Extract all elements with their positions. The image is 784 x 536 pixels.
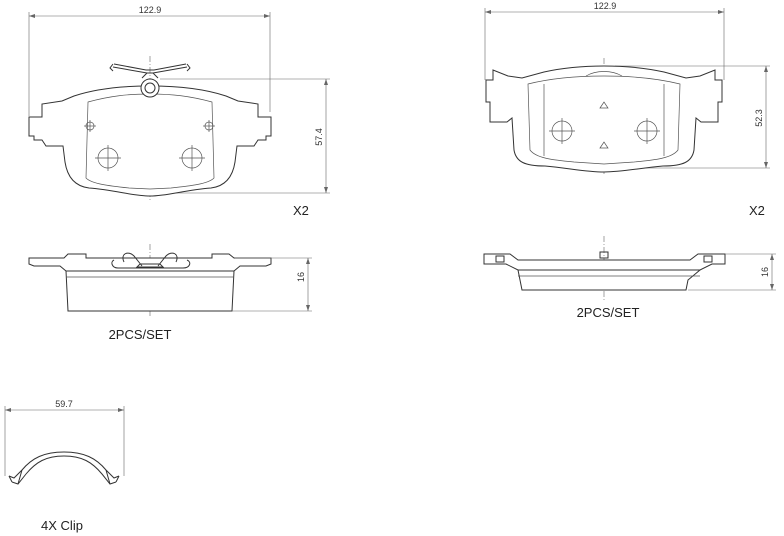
rear-pad-view: 122.9 52.3 X2 <box>484 1 770 218</box>
front-pad-view: 122.9 57.4 <box>28 5 330 218</box>
front-backing-plate <box>28 85 272 197</box>
front-pad-side-view: 16 2PCS/SET <box>28 244 312 342</box>
rear-pad-side-view: 16 2PCS/SET <box>483 236 776 320</box>
rear-width-dimension: 122.9 <box>484 1 725 80</box>
rear-thickness-value: 16 <box>760 267 770 277</box>
front-pad-holes <box>84 120 215 171</box>
front-side-spring <box>111 252 191 269</box>
rear-quantity-label: X2 <box>749 203 765 218</box>
rear-pad-holes <box>549 101 660 149</box>
front-height-value: 57.4 <box>314 128 324 146</box>
rear-friction-block <box>527 75 681 165</box>
rear-side-friction <box>517 269 702 291</box>
clip-view: 59.7 4X Clip <box>4 399 125 533</box>
rear-set-label: 2PCS/SET <box>577 305 640 320</box>
clip-spring <box>8 451 120 485</box>
front-quantity-label: X2 <box>293 203 309 218</box>
front-set-label: 2PCS/SET <box>109 327 172 342</box>
rear-width-value: 122.9 <box>594 1 617 11</box>
front-width-value: 122.9 <box>139 5 162 15</box>
clip-width-value: 59.7 <box>55 399 73 409</box>
rear-backing-plate <box>485 65 723 173</box>
front-wear-spring <box>109 63 191 98</box>
rear-height-value: 52.3 <box>754 109 764 127</box>
front-friction-block <box>85 93 215 190</box>
front-height-dimension: 57.4 <box>150 78 330 194</box>
rear-side-backing <box>483 253 726 271</box>
front-thickness-value: 16 <box>296 272 306 282</box>
clip-quantity-label: 4X Clip <box>41 518 83 533</box>
front-width-dimension: 122.9 <box>28 5 271 116</box>
